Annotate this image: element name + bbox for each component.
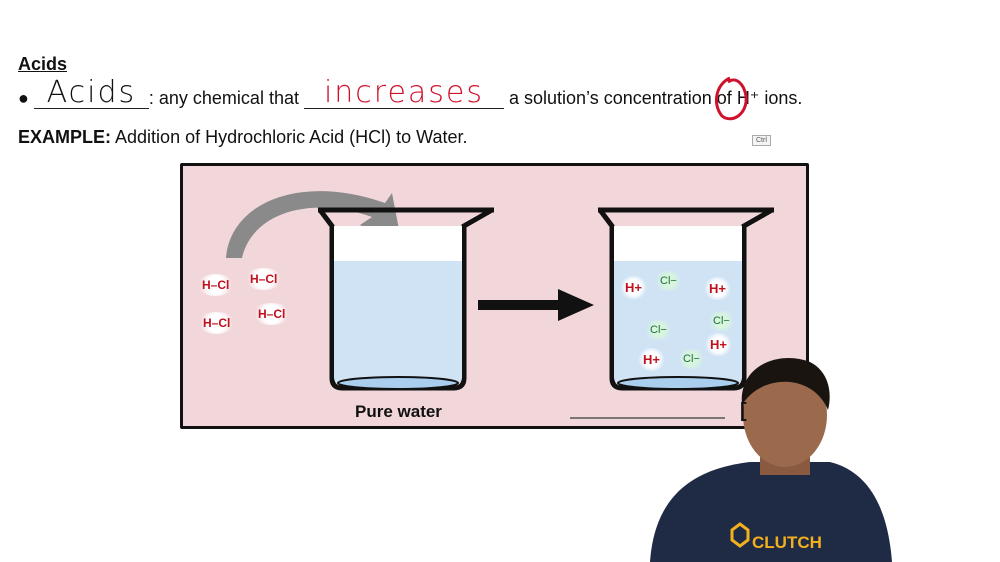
- definition-text: : any chemical that: [148, 88, 299, 108]
- definition-line: ● Acids : any chemical that increases a s…: [18, 75, 803, 110]
- circle-annotation: [714, 76, 748, 121]
- presenter: CLUTCH: [650, 357, 892, 562]
- hcl-molecule: H–Cl: [252, 303, 292, 325]
- example-text: Addition of Hydrochloric Acid (HCl) to W…: [115, 127, 468, 147]
- beaker-1: [318, 207, 494, 391]
- h-ion: H+: [637, 348, 666, 371]
- handwritten-verb: increases: [323, 75, 485, 110]
- hcl-molecule: H–Cl: [197, 312, 237, 334]
- bracket: [: [740, 400, 747, 422]
- h-ion: H+: [619, 276, 648, 299]
- bullet: ●: [18, 88, 29, 108]
- hcl-molecule: H–Cl: [244, 268, 284, 290]
- example-line: EXAMPLE: Addition of Hydrochloric Acid (…: [18, 127, 468, 148]
- hcl-molecule: H–Cl: [196, 274, 236, 296]
- beaker-label: Pure water: [355, 402, 442, 421]
- h-ion: H+: [703, 277, 732, 300]
- handwritten-term: Acids: [46, 75, 137, 110]
- svg-text:CLUTCH: CLUTCH: [752, 533, 822, 552]
- example-label: EXAMPLE:: [18, 127, 112, 147]
- cl-ion: Cl−: [707, 311, 736, 331]
- definition-text-end: a solution’s concentration of H⁺ ions.: [509, 88, 803, 108]
- ctrl-badge: Ctrl: [752, 135, 771, 146]
- clutch-logo: CLUTCH: [730, 522, 822, 552]
- cl-ion: Cl−: [644, 320, 673, 340]
- term-blank: Acids: [33, 75, 149, 110]
- cl-ion: Cl−: [654, 271, 683, 291]
- cl-ion: Cl−: [677, 349, 706, 369]
- section-heading: Acids: [18, 54, 68, 74]
- h-ion: H+: [704, 333, 733, 356]
- reaction-arrow-icon: [478, 289, 594, 321]
- verb-blank: increases: [303, 75, 504, 110]
